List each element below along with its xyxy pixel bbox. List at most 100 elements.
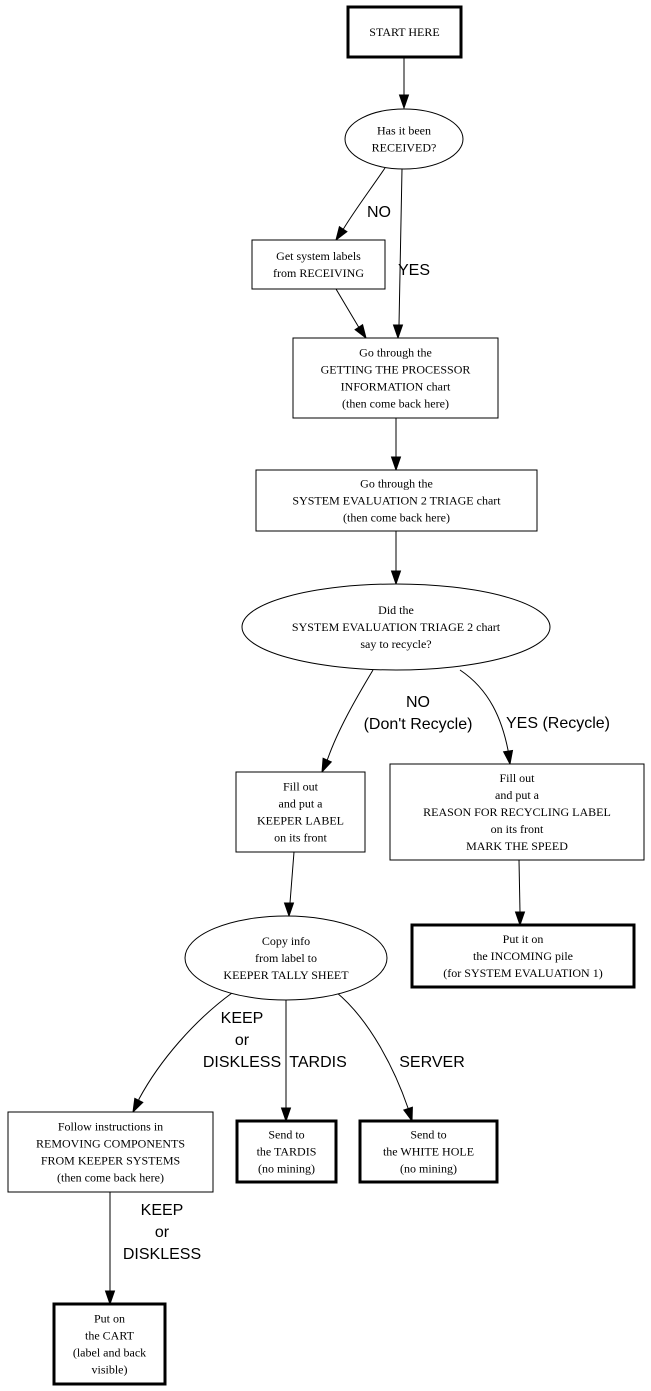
node-label-line: FROM KEEPER SYSTEMS	[41, 1154, 180, 1168]
edge-line	[335, 288, 360, 328]
edges-layer	[104, 57, 526, 1306]
node-incoming: Put it on the INCOMING pile (for SYSTEM EV…	[410, 923, 636, 989]
node-start: START HERE	[346, 5, 463, 59]
edge-label: YES	[398, 262, 430, 279]
node-label-line: on its front	[491, 822, 544, 836]
node-white-hole: Send to the WHITE HOLE (no mining)	[358, 1119, 499, 1184]
edge-label: SERVER	[399, 1054, 465, 1071]
edge-label: NO	[367, 204, 391, 221]
node-label-line: (for SYSTEM EVALUATION 1)	[443, 966, 602, 980]
node-label-line: the INCOMING pile	[473, 949, 573, 963]
node-label-line: Follow instructions in	[58, 1120, 163, 1134]
node-shape-ellipse	[184, 915, 388, 1001]
node-label-line: RECEIVED?	[372, 141, 437, 155]
arrowhead-icon	[132, 1097, 144, 1114]
edge-label-line: SERVER	[399, 1054, 465, 1071]
arrowhead-icon	[502, 749, 514, 766]
edge-recycle-q-to-recycle-label	[459, 669, 514, 766]
edge-triage-to-recycle-q	[390, 531, 402, 586]
edge-label-line: (Don't Recycle)	[364, 716, 473, 733]
node-label-line: Put it on	[503, 932, 544, 946]
edge-keeper-label-to-copy-info	[283, 851, 295, 918]
node-shape-box	[235, 771, 366, 853]
edge-line	[459, 669, 509, 752]
arrowhead-icon	[283, 902, 295, 918]
node-label-line: INFORMATION chart	[341, 380, 451, 394]
edge-line	[335, 991, 409, 1109]
node-label-line: Copy info	[262, 934, 310, 948]
edge-line	[398, 168, 403, 326]
node-label-line: (label and back	[73, 1346, 146, 1360]
edge-label-line: TARDIS	[289, 1054, 346, 1071]
edge-received-to-get-labels	[335, 167, 386, 242]
node-shape-ellipse	[241, 583, 551, 671]
arrowhead-icon	[354, 323, 367, 340]
edge-line	[342, 167, 386, 230]
node-label-line: KEEPER TALLY SHEET	[223, 968, 349, 982]
node-label-line: (then come back here)	[57, 1171, 164, 1185]
node-label: Send to the WHITE HOLE (no mining)	[383, 1128, 474, 1176]
edge-line	[326, 669, 374, 761]
node-shape-box	[255, 469, 538, 532]
node-label-line: (then come back here)	[342, 397, 449, 411]
arrowhead-icon	[321, 757, 333, 774]
node-shape-box	[410, 923, 636, 989]
node-label-line: on its front	[274, 831, 327, 845]
node-label-line: Has it been	[377, 124, 431, 138]
arrowhead-icon	[390, 456, 402, 472]
edge-line	[289, 851, 295, 904]
edge-start-to-received	[398, 57, 410, 110]
edge-recycle-q-to-keeper-label	[321, 669, 374, 774]
edge-copy-info-to-tardis	[280, 1000, 292, 1123]
node-label-line: Fill out	[283, 780, 319, 794]
arrowhead-icon	[390, 570, 402, 586]
arrowhead-icon	[514, 911, 526, 927]
node-label-line: KEEPER LABEL	[257, 814, 344, 828]
arrowhead-icon	[104, 1290, 116, 1306]
node-label-line: (no mining)	[258, 1162, 315, 1176]
edge-line	[138, 992, 233, 1101]
node-label-line: Send to	[410, 1128, 446, 1142]
node-label: Put it on the INCOMING pile (for SYSTEM EV…	[443, 932, 602, 980]
node-shape-box	[52, 1302, 167, 1386]
node-label-line: Put on	[94, 1312, 125, 1326]
node-label-line: and put a	[279, 797, 324, 811]
node-label: Fill out and put a KEEPER LABEL on its fron…	[257, 780, 344, 845]
node-label-line: REASON FOR RECYCLING LABEL	[423, 805, 611, 819]
edge-label-line: KEEP	[221, 1010, 264, 1027]
node-label-line: Did the	[378, 603, 414, 617]
edge-get-labels-to-processor	[335, 288, 367, 340]
edge-label-line: DISKLESS	[203, 1054, 281, 1071]
edge-label-line: YES	[398, 262, 430, 279]
edge-label-line: KEEP	[141, 1202, 184, 1219]
edge-label-line: DISKLESS	[123, 1246, 201, 1263]
node-label-line: MARK THE SPEED	[466, 839, 568, 853]
node-label-line: the WHITE HOLE	[383, 1145, 474, 1159]
node-label-line: SYSTEM EVALUATION TRIAGE 2 chart	[292, 620, 501, 634]
node-label-line: GETTING THE PROCESSOR	[321, 363, 471, 377]
node-label: START HERE	[369, 25, 439, 39]
node-label-line: SYSTEM EVALUATION 2 TRIAGE chart	[292, 494, 501, 508]
node-keeper-label: Fill out and put a KEEPER LABEL on its fron…	[235, 771, 366, 853]
node-label-line: START HERE	[369, 25, 439, 39]
node-shape-box	[7, 1111, 214, 1193]
node-label-line: (no mining)	[400, 1162, 457, 1176]
edge-label: TARDIS	[289, 1054, 346, 1071]
